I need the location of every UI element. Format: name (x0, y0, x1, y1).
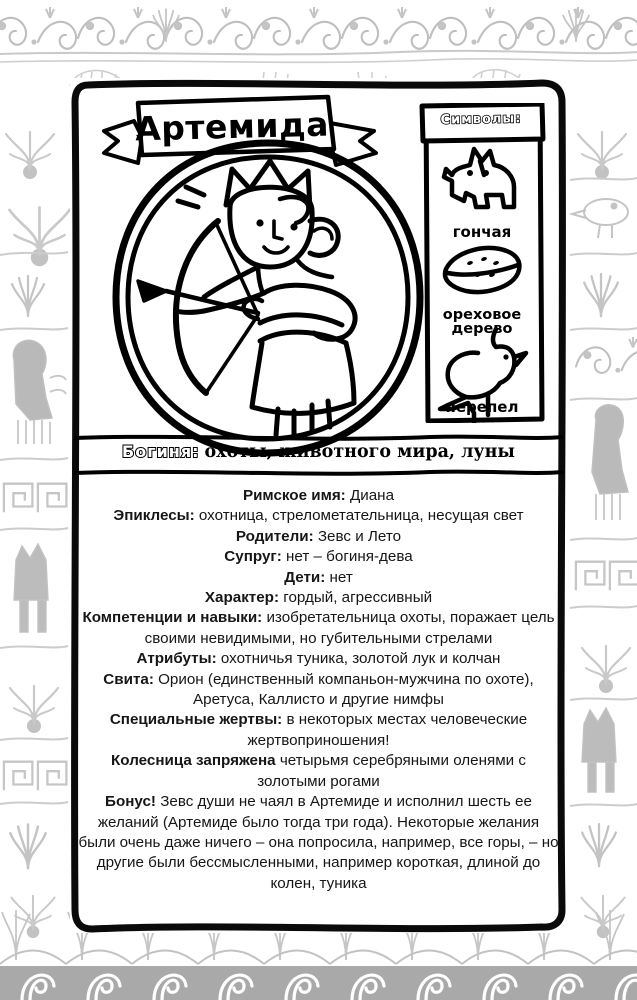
artemis-portrait-illustration (112, 139, 424, 457)
attribute-key: Колесница запряжена (111, 752, 276, 770)
attribute-entry: Колесница запряжена четырьмя серебряными… (78, 751, 559, 792)
attribute-key: Свита: (103, 670, 154, 688)
attribute-value: в некоторых местах человеческие жертвопр… (247, 711, 528, 749)
attribute-key: Родители: (235, 527, 314, 545)
attribute-key: Специальные жертвы: (109, 711, 283, 729)
attribute-entry: Специальные жертвы: в некоторых местах ч… (78, 710, 559, 751)
attribute-value: четырьмя серебряными оленями с золотыми … (257, 752, 526, 790)
attribute-value: Орион (единственный компаньон-мужчина по… (153, 670, 534, 709)
attribute-value: нет (325, 568, 353, 586)
attribute-value: нет – богиня-дева (281, 548, 413, 566)
attribute-key: Атрибуты: (136, 650, 217, 668)
attribute-value: охотница, стрелометательница, несущая св… (194, 507, 524, 525)
attribute-entry: Бонус! Зевс души не чаял в Артемиде и ис… (78, 792, 559, 894)
attribute-key: Характер: (204, 589, 280, 607)
symbols-heading: Символы: (440, 110, 523, 128)
attribute-entry: Свита: Орион (единственный компаньон-муж… (78, 670, 559, 711)
attribute-entry: Родители: Зевс и Лето (78, 527, 559, 547)
domain-strip: Богиня:охоты, животного мира, луны (70, 433, 567, 477)
attribute-key: Компетенции и навыки: (82, 609, 263, 627)
domain-key: Богиня: (121, 441, 200, 462)
attribute-value: Зевс и Лето (313, 527, 402, 545)
attribute-entry: Дети: нет (78, 568, 559, 588)
symbols-panel: Символы: гончая ореховое дерево перепел (418, 103, 546, 423)
attribute-key: Бонус! (105, 793, 156, 811)
attribute-value: Диана (345, 487, 395, 504)
attribute-entry: Эпиклесы: охотница, стрелометательница, … (78, 506, 559, 526)
attribute-key: Дети: (284, 568, 326, 586)
attribute-entry: Характер: гордый, агрессивный (78, 588, 559, 608)
symbol-label-nut-tree: ореховое дерево (442, 307, 522, 337)
symbol-label-hound: гончая (452, 223, 512, 241)
attribute-key: Эпиклесы: (113, 507, 195, 525)
attribute-entry: Компетенции и навыки: изобретательница о… (78, 608, 559, 649)
attribute-key: Римское имя: (242, 487, 346, 504)
attribute-key: Супруг: (224, 548, 282, 566)
attribute-entry: Супруг: нет – богиня-дева (78, 547, 559, 567)
domain-value: охоты, животного мира, луны (204, 442, 515, 462)
deity-info-card: Артемида (70, 78, 567, 933)
attribute-entry: Атрибуты: охотничья туника, золотой лук … (78, 649, 559, 669)
symbol-label-quail: перепел (445, 398, 519, 416)
attribute-value: гордый, агрессивный (279, 589, 433, 607)
attribute-entry: Римское имя: Диана (78, 486, 559, 506)
attribute-value: охотничья туника, золотой лук и колчан (216, 650, 501, 668)
